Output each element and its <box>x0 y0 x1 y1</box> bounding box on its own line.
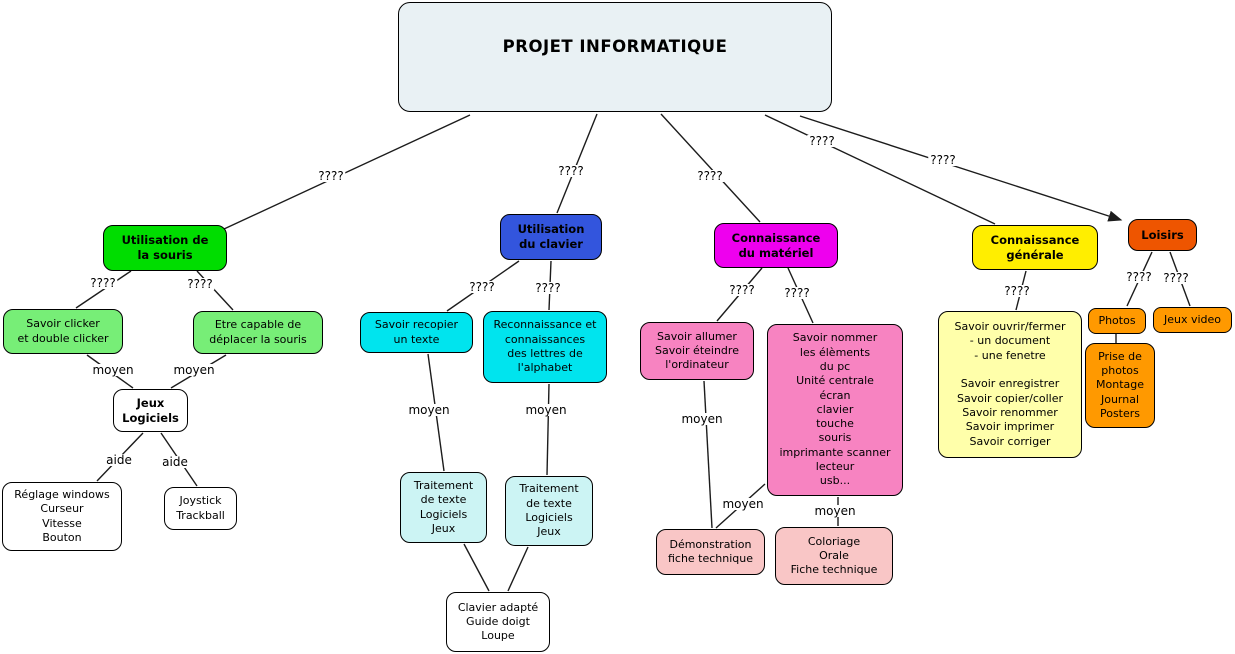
edge-label-title-clavier[interactable]: ???? <box>556 164 586 178</box>
edge-label-materiel-nommer[interactable]: ???? <box>782 286 812 300</box>
edge-label-materiel-allumer[interactable]: ???? <box>727 283 757 297</box>
node-connaissance-materiel[interactable]: Connaissance du matériel <box>714 223 838 268</box>
edge-label-moyen-nommer-demo[interactable]: moyen <box>720 497 766 511</box>
node-savoir-recopier[interactable]: Savoir recopier un texte <box>360 312 473 353</box>
node-reglage-windows[interactable]: Réglage windows Curseur Vitesse Bouton <box>2 482 122 551</box>
edge-title-materiel <box>660 113 761 223</box>
node-generale-detail[interactable]: Savoir ouvrir/fermer - un document - une… <box>938 311 1082 458</box>
node-joystick-trackball[interactable]: Joystick Trackball <box>164 487 237 530</box>
node-jeux-logiciels[interactable]: Jeux Logiciels <box>113 389 188 432</box>
node-traitement-texte-2[interactable]: Traitement de texte Logiciels Jeux <box>505 476 593 546</box>
node-coloriage[interactable]: Coloriage Orale Fiche technique <box>775 527 893 585</box>
edge-label-moyen-etre[interactable]: moyen <box>171 363 217 377</box>
node-utilisation-clavier[interactable]: Utilisation du clavier <box>500 214 602 260</box>
edge-label-clavier-reconnaissance[interactable]: ???? <box>533 281 563 295</box>
node-connaissance-generale[interactable]: Connaissance générale <box>972 225 1098 270</box>
node-savoir-allumer[interactable]: Savoir allumer Savoir éteindre l'ordinat… <box>640 322 754 380</box>
edge-label-moyen-nommer-coloriage[interactable]: moyen <box>812 504 858 518</box>
node-savoir-clicker[interactable]: Savoir clicker et double clicker <box>3 309 123 354</box>
edge-allumer-demonstration <box>703 380 713 529</box>
edge-traitement1-adapte <box>463 543 490 592</box>
edge-title-souris <box>223 114 471 230</box>
edge-label-loisirs-jeuxvideo[interactable]: ???? <box>1161 271 1191 285</box>
edge-label-title-souris[interactable]: ???? <box>316 169 346 183</box>
node-etre-capable[interactable]: Etre capable de déplacer la souris <box>193 311 323 354</box>
edge-label-title-materiel[interactable]: ???? <box>695 169 725 183</box>
node-utilisation-souris[interactable]: Utilisation de la souris <box>103 225 227 271</box>
node-prise-photos[interactable]: Prise de photos Montage Journal Posters <box>1085 343 1155 428</box>
node-reconnaissance-lettres[interactable]: Reconnaissance et connaissances des lett… <box>483 311 607 383</box>
edge-label-moyen-recopier[interactable]: moyen <box>406 403 452 417</box>
edge-label-souris-clicker[interactable]: ???? <box>88 276 118 290</box>
edge-souris-clicker <box>75 270 132 309</box>
edge-title-clavier <box>556 113 598 214</box>
edge-reconnaissance-traitement2 <box>546 383 550 476</box>
edge-title-loisirs <box>799 115 1123 222</box>
edge-label-loisirs-photos[interactable]: ???? <box>1124 270 1154 284</box>
node-traitement-texte-1[interactable]: Traitement de texte Logiciels Jeux <box>400 472 487 543</box>
edge-label-moyen-clicker[interactable]: moyen <box>90 363 136 377</box>
edge-traitement2-adapte <box>507 546 529 592</box>
node-savoir-nommer[interactable]: Savoir nommer les élèments du pc Unité c… <box>767 324 903 496</box>
edge-label-aide-reglage[interactable]: aide <box>104 453 134 467</box>
node-jeux-video[interactable]: Jeux video <box>1153 307 1232 333</box>
node-projet-informatique[interactable]: PROJET INFORMATIQUE <box>398 2 832 112</box>
edge-label-souris-etre[interactable]: ???? <box>185 277 215 291</box>
node-clavier-adapte[interactable]: Clavier adapté Guide doigt Loupe <box>446 592 550 652</box>
edge-label-title-loisirs[interactable]: ???? <box>928 153 958 167</box>
edge-title-generale <box>764 114 996 225</box>
node-photos[interactable]: Photos <box>1088 308 1146 334</box>
node-loisirs[interactable]: Loisirs <box>1128 219 1197 251</box>
edge-label-clavier-recopier[interactable]: ???? <box>467 280 497 294</box>
edge-label-aide-joystick[interactable]: aide <box>160 455 190 469</box>
edge-label-title-generale[interactable]: ???? <box>807 134 837 148</box>
edge-label-moyen-allumer[interactable]: moyen <box>679 412 725 426</box>
node-demonstration[interactable]: Démonstration fiche technique <box>656 529 765 575</box>
edge-souris-etre <box>196 270 234 311</box>
edge-label-moyen-reconnaissance[interactable]: moyen <box>523 403 569 417</box>
edge-label-generale-detail[interactable]: ???? <box>1002 284 1032 298</box>
